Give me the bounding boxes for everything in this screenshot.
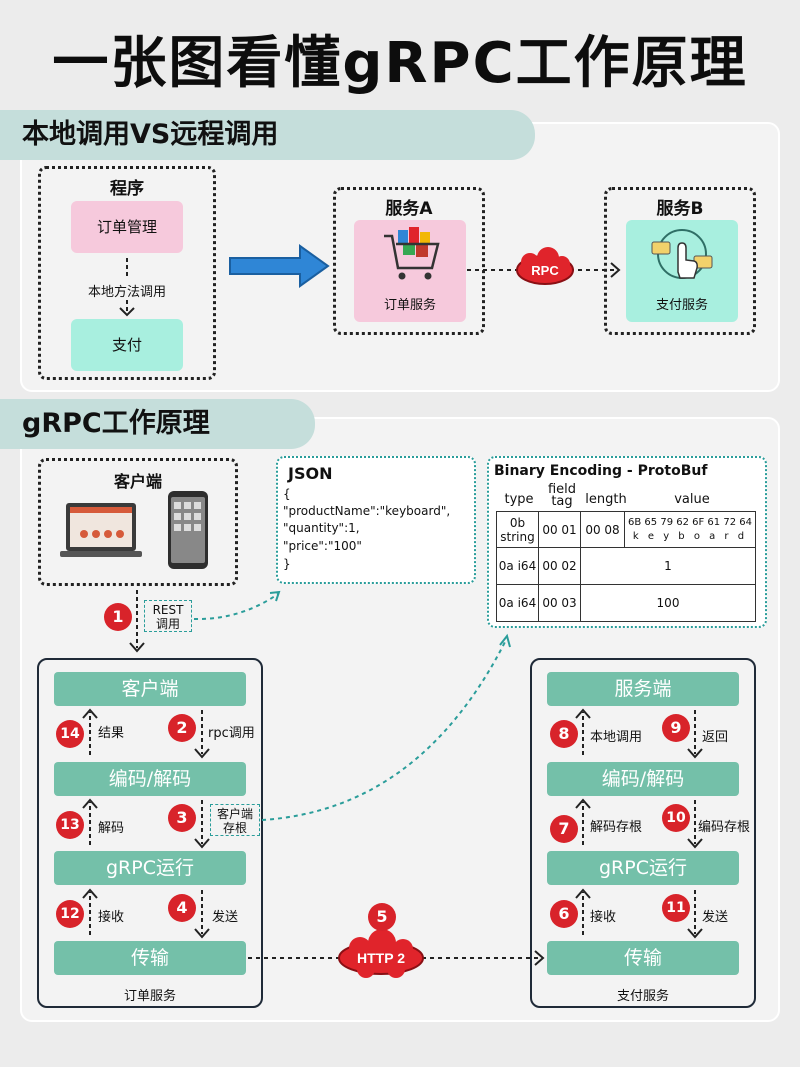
step-badge-1: 1 <box>104 603 132 631</box>
step-badge-9: 9 <box>662 714 690 742</box>
label-local-call: 本地调用 <box>590 730 643 745</box>
service-a-title: 服务A <box>385 199 433 219</box>
left-stack-footer: 订单服务 <box>123 989 176 1004</box>
json-line-3: "quantity":1, <box>283 521 360 535</box>
json-line-2: "productName":"keyboard", <box>283 504 451 518</box>
left-codec-bar: 编码/解码 <box>54 762 246 796</box>
service-b-title: 服务B <box>656 199 704 219</box>
rpc-cloud-icon <box>516 247 574 285</box>
service-b-box <box>604 187 756 335</box>
pb-row1-chars: k e y b o a r d <box>632 530 748 542</box>
pb-row1-tag: 00 01 <box>538 511 581 548</box>
order-management-box: 订单管理 <box>71 201 183 253</box>
http2-cloud-icon <box>338 929 424 978</box>
left-up-arrows <box>82 708 98 935</box>
program-box <box>38 166 216 380</box>
client-devices-title: 客户端 <box>113 472 162 491</box>
label-receive-left: 接收 <box>98 910 125 925</box>
pb-row1-value: 6B 65 79 62 6F 61 72 64 k e y b o a r d <box>624 511 756 548</box>
left-client-bar: 客户端 <box>54 672 246 706</box>
pb-row3-type: 0a i64 <box>496 584 539 622</box>
right-transport-bar: 传输 <box>547 941 739 975</box>
step-badge-11: 11 <box>662 894 690 922</box>
json-line-5: } <box>283 557 291 571</box>
program-title: 程序 <box>110 179 144 199</box>
order-service-stack <box>37 658 263 1008</box>
rpc-cloud-label: RPC <box>531 263 559 278</box>
section1-diagram: RPC <box>119 227 713 317</box>
client-devices-box <box>38 458 238 586</box>
label-return: 返回 <box>702 730 729 745</box>
pb-header-length: length <box>585 492 627 507</box>
pb-row3-value: 100 <box>580 584 756 622</box>
http2-dotted-arrow <box>248 950 545 966</box>
label-receive-right: 接收 <box>590 910 617 925</box>
phone-icon <box>168 491 208 569</box>
step-badge-6: 6 <box>550 900 578 928</box>
label-rpc-call: rpc调用 <box>208 726 255 741</box>
left-transport-bar: 传输 <box>54 941 246 975</box>
right-stack-footer: 支付服务 <box>616 989 669 1004</box>
protobuf-title: Binary Encoding - ProtoBuf <box>494 463 708 479</box>
rest-to-json-curve <box>193 590 281 621</box>
step-badge-10: 10 <box>662 804 690 832</box>
step-badge-2: 2 <box>168 714 196 742</box>
pb-header-type: type <box>504 492 534 507</box>
step-badge-14: 14 <box>56 720 84 748</box>
pb-header-value: value <box>674 492 710 507</box>
right-codec-bar: 编码/解码 <box>547 762 739 796</box>
protobuf-table: 0b string 00 01 00 08 6B 65 79 62 6F 61 … <box>496 511 756 622</box>
step-badge-5: 5 <box>368 903 396 931</box>
pb-row2-tag: 00 02 <box>538 547 581 585</box>
label-send-left: 发送 <box>212 910 239 925</box>
local-method-call-label: 本地方法调用 <box>87 285 166 300</box>
right-server-bar: 服务端 <box>547 672 739 706</box>
label-result: 结果 <box>98 726 125 741</box>
left-grpc-bar: gRPC运行 <box>54 851 246 885</box>
order-service-label: 订单服务 <box>383 298 436 313</box>
step-badge-8: 8 <box>550 720 578 748</box>
local-call-arrow <box>119 258 135 317</box>
shopping-cart-icon <box>384 227 440 280</box>
pb-row2-type: 0a i64 <box>496 547 539 585</box>
laptop-icon <box>60 503 142 557</box>
service-a-box <box>333 187 485 335</box>
pb-row3-tag: 00 03 <box>538 584 581 622</box>
label-decode-stub: 解码存根 <box>590 820 643 835</box>
pay-service-label: 支付服务 <box>655 298 708 313</box>
blue-arrow-icon <box>229 244 330 288</box>
pb-header-tag: field tag <box>547 482 577 509</box>
rest-call-label: REST 调用 <box>144 600 192 632</box>
json-title: JSON <box>288 464 333 483</box>
pay-service-stack <box>530 658 756 1008</box>
pb-row1-hex: 6B 65 79 62 6F 61 72 64 <box>628 516 752 528</box>
right-up-arrows <box>575 708 591 935</box>
step-badge-3: 3 <box>168 804 196 832</box>
section1-header: 本地调用VS远程调用 <box>0 110 535 160</box>
rpc-dotted-arrow <box>467 262 621 278</box>
http2-label: HTTP 2 <box>357 950 405 966</box>
label-send-right: 发送 <box>702 910 729 925</box>
stub-to-protobuf-curve <box>261 633 511 821</box>
label-client-stub: 客户端 存根 <box>210 804 260 836</box>
rest-down-arrow <box>129 590 145 653</box>
step-badge-12: 12 <box>56 900 84 928</box>
pb-row1-length: 00 08 <box>580 511 625 548</box>
payment-hand-icon <box>651 229 713 279</box>
json-line-1: { <box>283 487 291 501</box>
label-decode: 解码 <box>98 821 125 836</box>
step-badge-4: 4 <box>168 894 196 922</box>
json-box <box>276 456 476 584</box>
section2-header: gRPC工作原理 <box>0 399 315 449</box>
json-line-4: "price":"100" <box>283 539 362 553</box>
page-title: 一张图看懂gRPC工作原理 <box>52 31 748 96</box>
pay-box: 支付 <box>71 319 183 371</box>
label-encode-stub: 编码存根 <box>698 820 751 835</box>
right-grpc-bar: gRPC运行 <box>547 851 739 885</box>
step-badge-13: 13 <box>56 811 84 839</box>
step-badge-7: 7 <box>550 815 578 843</box>
left-down-arrows <box>194 710 210 939</box>
right-down-arrows <box>687 710 703 939</box>
